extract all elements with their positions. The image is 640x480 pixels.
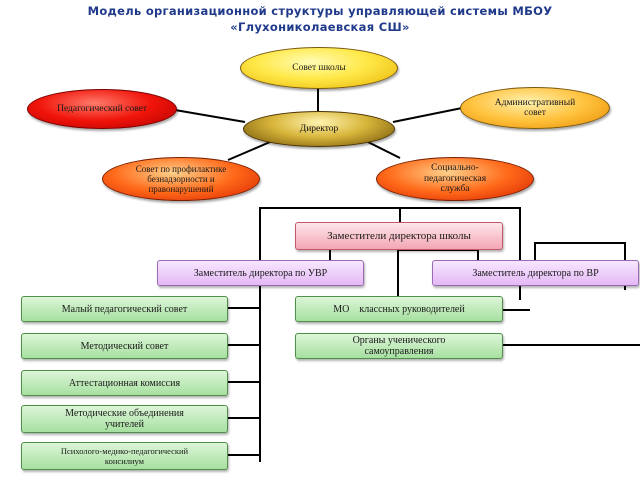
pmpk-node[interactable]: Психолого-медико-педагогический консилиу… <box>21 442 228 470</box>
school-council-node[interactable]: Совет школы <box>240 47 398 89</box>
pedagogical-council-node[interactable]: Педагогический совет <box>27 89 177 129</box>
deputy-uvr-label: Заместитель директора по УВР <box>193 267 328 279</box>
methodical-council-node[interactable]: Методический совет <box>21 333 228 359</box>
small-ped-council-label: Малый педагогический совет <box>61 303 188 315</box>
methodical-associations-label: Методические объединения учителей <box>65 408 184 430</box>
mo-class-leaders-node[interactable]: МО классных руководителей <box>295 296 503 322</box>
line-deputies-vr <box>398 249 479 260</box>
line-admin-director <box>392 107 463 123</box>
attestation-commission-label: Аттестационная комиссия <box>68 377 181 389</box>
student-self-gov-node[interactable]: Органы ученического самоуправления <box>295 333 503 359</box>
line-social-director <box>367 141 401 159</box>
line-ped-director <box>174 109 246 123</box>
prevention-council-label: Совет по профилактике безнадзорности и п… <box>135 164 227 194</box>
small-ped-council-node[interactable]: Малый педагогический совет <box>21 296 228 322</box>
social-service-label: Социально-педагогическая служба <box>423 163 487 195</box>
diagram-title: Модель организационной структуры управля… <box>0 3 640 35</box>
deputy-vr-node[interactable]: Заместитель директора по ВР <box>432 260 639 286</box>
attestation-commission-node[interactable]: Аттестационная комиссия <box>21 370 228 396</box>
title-line-2: «Глухониколаевская СШ» <box>230 20 410 34</box>
mo-class-leaders-label: МО классных руководителей <box>333 303 465 315</box>
methodical-associations-node[interactable]: Методические объединения учителей <box>21 405 228 433</box>
title-line-1: Модель организационной структуры управля… <box>87 4 553 18</box>
social-service-node[interactable]: Социально-педагогическая служба <box>376 157 534 201</box>
deputies-label: Заместители директора школы <box>327 229 471 242</box>
admin-council-node[interactable]: Административный совет <box>460 87 610 129</box>
student-self-gov-label: Органы ученического самоуправления <box>352 335 446 357</box>
methodical-council-label: Методический совет <box>80 340 169 352</box>
line-frame-left <box>259 207 401 462</box>
pmpk-label: Психолого-медико-педагогический консилиу… <box>60 446 189 466</box>
director-node[interactable]: Директор <box>243 111 395 147</box>
school-council-label: Совет школы <box>292 62 346 73</box>
deputy-uvr-node[interactable]: Заместитель директора по УВР <box>157 260 364 286</box>
line-prevention-director <box>227 141 271 161</box>
director-label: Директор <box>299 123 339 134</box>
deputy-vr-label: Заместитель директора по ВР <box>472 267 599 279</box>
admin-council-label: Административный совет <box>494 97 576 119</box>
prevention-council-node[interactable]: Совет по профилактике безнадзорности и п… <box>102 157 260 201</box>
deputies-node[interactable]: Заместители директора школы <box>295 222 503 250</box>
pedagogical-council-label: Педагогический совет <box>57 103 147 114</box>
